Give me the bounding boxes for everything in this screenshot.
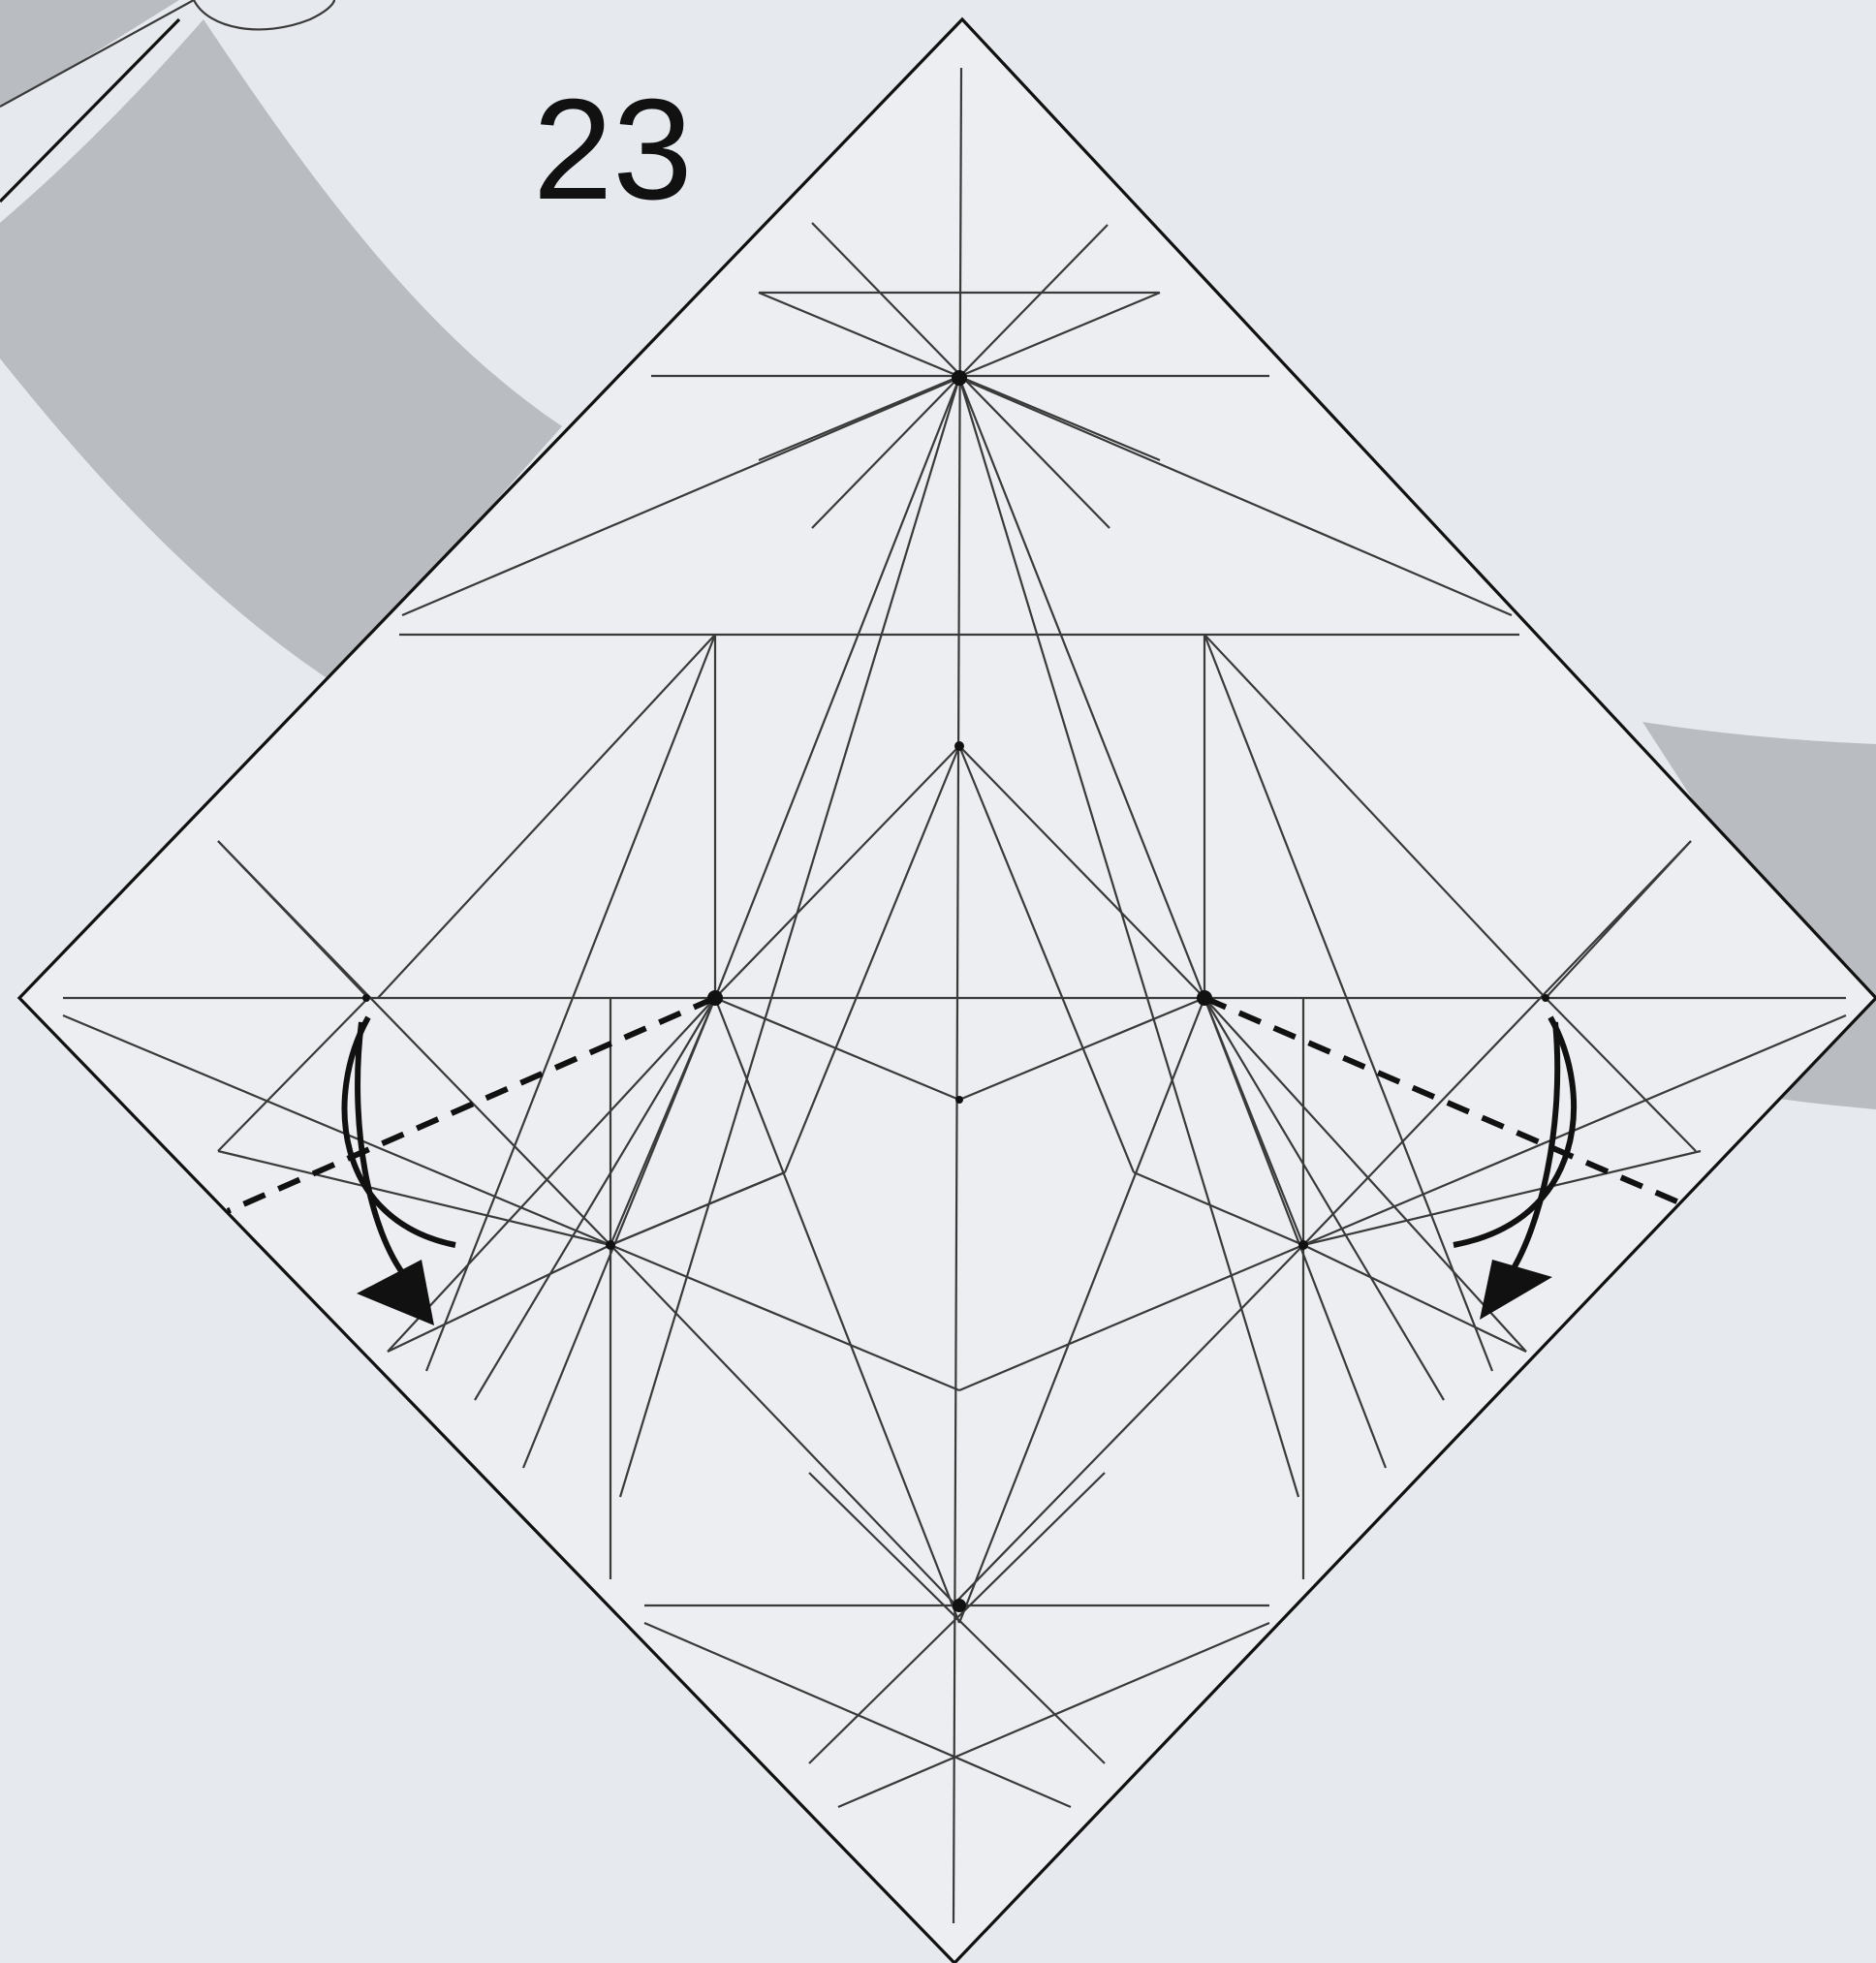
fragment-curve xyxy=(194,0,334,29)
reference-point xyxy=(954,741,964,751)
step-number: 23 xyxy=(533,70,693,230)
reference-point xyxy=(1542,994,1549,1002)
reference-point xyxy=(953,1599,966,1612)
reference-point xyxy=(952,370,967,386)
reference-point xyxy=(955,1096,963,1104)
reference-point xyxy=(1298,1240,1308,1250)
reference-point xyxy=(606,1240,615,1250)
reference-point xyxy=(362,994,370,1002)
